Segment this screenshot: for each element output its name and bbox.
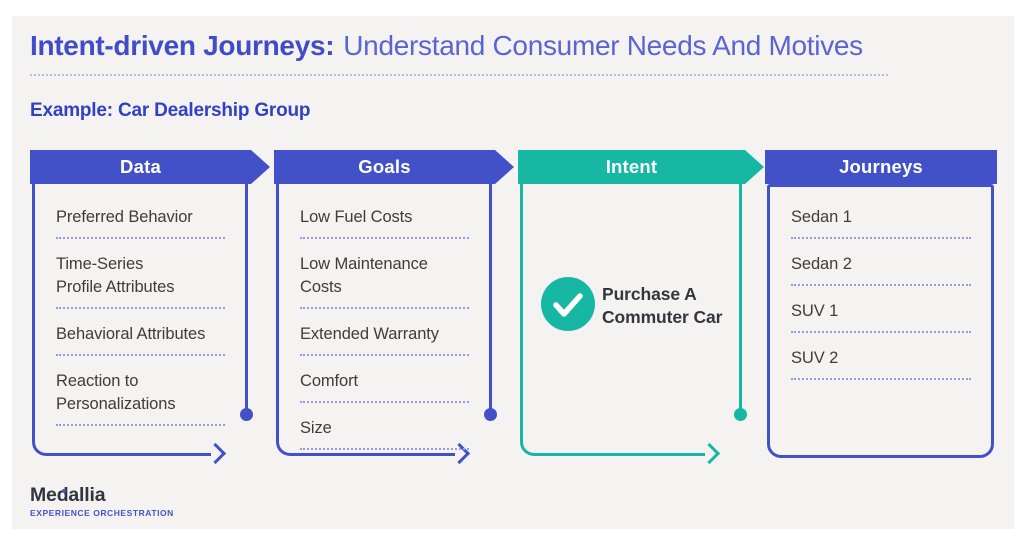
frame-data — [32, 184, 211, 456]
banner-goals: Goals — [274, 150, 514, 184]
items-journeys: Sedan 1 Sedan 2 SUV 1 SUV 2 — [791, 206, 971, 394]
banner-intent: Intent — [518, 150, 764, 184]
list-item: Reaction to Personalizations — [56, 370, 225, 426]
checkmark-icon — [541, 277, 595, 331]
endpoint-dot-intent — [734, 408, 747, 421]
list-item: Preferred Behavior — [56, 206, 225, 239]
medallia-logo: Medallia — [30, 484, 106, 506]
endpoint-dot-goals — [484, 408, 497, 421]
list-item: SUV 2 — [791, 347, 971, 380]
list-item: Sedan 2 — [791, 253, 971, 286]
right-border-goals — [489, 184, 492, 409]
logo-tagline: EXPERIENCE ORCHESTRATION — [30, 508, 174, 518]
banner-journeys: Journeys — [765, 150, 997, 184]
logo-i-dot-icon — [61, 488, 66, 493]
right-border-data — [245, 184, 248, 409]
page-title-light: Understand Consumer Needs And Motives — [343, 30, 863, 61]
list-item: Low Maintenance Costs — [300, 253, 469, 309]
page-title: Intent-driven Journeys: Understand Consum… — [30, 30, 863, 62]
example-label: Example: Car Dealership Group — [30, 100, 311, 121]
page-title-bold: Intent-driven Journeys: — [30, 30, 335, 61]
list-item: Behavioral Attributes — [56, 323, 225, 356]
list-item: Time-Series Profile Attributes — [56, 253, 225, 309]
endpoint-dot-data — [240, 408, 253, 421]
box-journeys — [767, 184, 994, 458]
list-item: Extended Warranty — [300, 323, 469, 356]
frame-goals — [276, 184, 455, 456]
list-item: Low Fuel Costs — [300, 206, 469, 239]
list-item: SUV 1 — [791, 300, 971, 333]
frame-intent — [520, 184, 705, 456]
list-item: Sedan 1 — [791, 206, 971, 239]
title-divider — [30, 74, 888, 76]
slide-background — [12, 16, 1014, 529]
banner-data: Data — [30, 150, 270, 184]
intent-label: Purchase A Commuter Car — [602, 284, 723, 327]
right-border-intent — [739, 184, 742, 409]
list-item: Comfort — [300, 370, 469, 403]
list-item: Size — [300, 417, 469, 450]
